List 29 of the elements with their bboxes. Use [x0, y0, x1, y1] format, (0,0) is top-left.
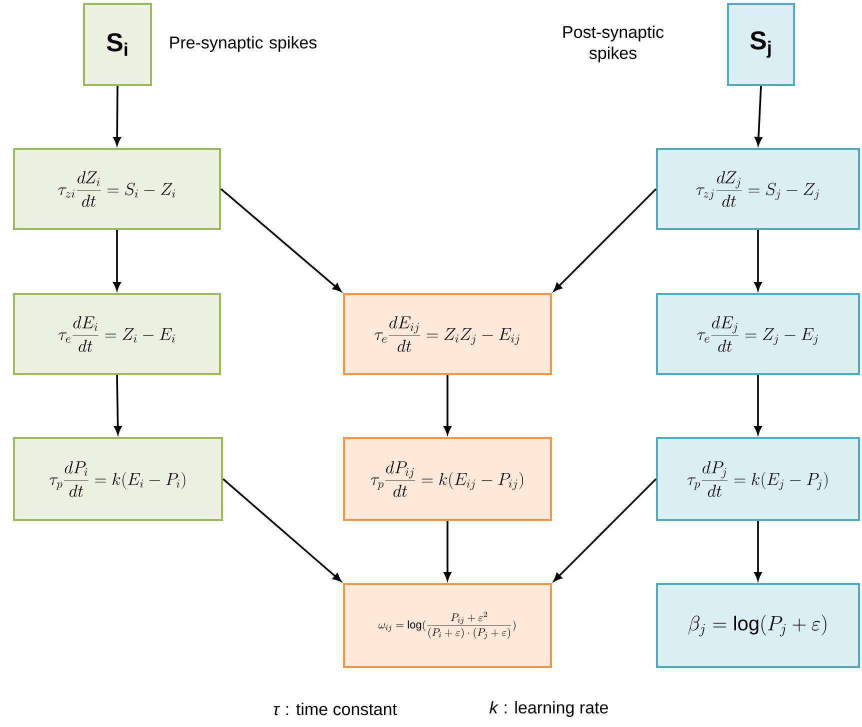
- arrow: [554, 188, 657, 292]
- equation-box: $\tau_{p}\frac{dP_{j}}{dt}=k(E_{j}-P_{j})$: [656, 436, 860, 521]
- node-caption: Pre-synaptic spikes: [170, 36, 317, 52]
- equation-box: $\tau_{e}\frac{dE_{ij}}{dt}=Z_{i}Z_{j}-E_{ij}$: [343, 292, 552, 375]
- arrow: [222, 478, 342, 582]
- arrow: [754, 520, 762, 580]
- equation-box: $\tau_{zi}\frac{dZ_{i}}{dt}=S_{i}-Z_{i}$: [13, 148, 221, 230]
- arrow: [554, 478, 657, 582]
- spike-box: S$_{i}$: [83, 3, 152, 86]
- equation-box: $\tau_{p}\frac{dP_{ij}}{dt}=k(E_{ij}-P_{ij})$: [343, 436, 552, 521]
- arrow: [444, 520, 452, 580]
- arrow: [754, 86, 762, 146]
- equation-box: $\omega_{ij}=\log(\frac{P_{ij}+\varepsilon^{2}}{(P_{i}+\varepsilon)\cdot(P_{j}+\varepsilon)})$: [343, 582, 552, 668]
- arrow: [113, 230, 121, 290]
- arrow: [220, 188, 342, 292]
- spike-box: S$_{j}$: [727, 3, 795, 86]
- arrow: [444, 374, 452, 434]
- node-caption: Post-synaptic spikes: [563, 26, 664, 62]
- equation-box: $\beta_{j}=\log(P_{j}+\varepsilon)$: [656, 582, 860, 668]
- arrow: [754, 230, 762, 290]
- legend-note: τ : time constant: [274, 702, 397, 716]
- arrow: [114, 374, 122, 434]
- equation-box: $\tau_{zj}\frac{dZ_{j}}{dt}=S_{j}-Z_{j}$: [656, 148, 860, 230]
- arrow: [754, 374, 762, 434]
- arrow: [113, 86, 121, 146]
- equation-box: $\tau_{p}\frac{dP_{i}}{dt}=k(E_{i}-P_{i})$: [13, 436, 223, 521]
- legend-note: k : learning rate: [490, 701, 608, 717]
- equation-box: $\tau_{e}\frac{dE_{i}}{dt}=Z_{i}-E_{i}$: [13, 292, 221, 375]
- equation-box: $\tau_{e}\frac{dE_{j}}{dt}=Z_{j}-E_{j}$: [656, 292, 860, 375]
